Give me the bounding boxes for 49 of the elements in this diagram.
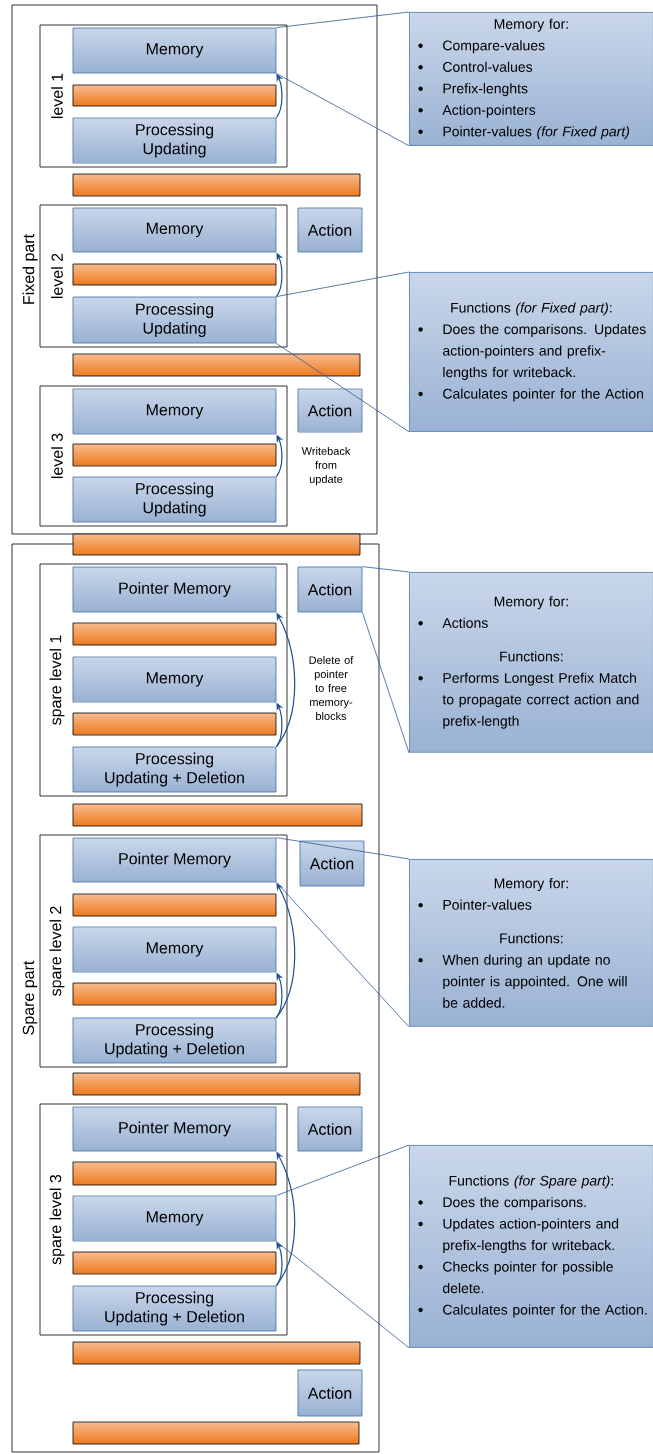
unit-box: Processing Updating + Deletion — [72, 1285, 277, 1332]
register-bar — [72, 1161, 277, 1186]
register-bar — [72, 622, 277, 646]
register-bar — [72, 533, 361, 556]
unit-box: Memory — [72, 656, 277, 703]
edge-label: Delete of pointer to free memory-blocks — [301, 654, 361, 722]
unit-box: Memory — [72, 27, 277, 74]
register-bar — [72, 982, 277, 1006]
leader-line — [276, 11, 410, 147]
unit-box: Pointer Memory — [72, 1106, 277, 1152]
unit-box: Memory — [72, 388, 277, 435]
register-bar — [72, 893, 277, 917]
action-box: Action — [297, 207, 363, 253]
register-bar — [72, 173, 361, 197]
leader-line — [362, 566, 410, 754]
unit-box: Processing Updating — [72, 117, 277, 164]
register-bar — [72, 1072, 361, 1096]
register-bar — [72, 443, 277, 467]
unit-box: Processing Updating + Deletion — [72, 1017, 277, 1064]
leader-line — [276, 837, 410, 1028]
unit-box: Processing Updating — [72, 476, 277, 523]
unit-box: Memory — [72, 1195, 277, 1242]
callout-box: Memory for: Compare-values Control-values Prefix-lenghts Action-pointers Pointer-values (for Fixed part) — [409, 12, 653, 146]
register-bar — [72, 84, 277, 107]
action-box: Action — [297, 388, 363, 433]
register-bar — [72, 1341, 361, 1365]
unit-box: Processing Updating + Deletion — [72, 746, 277, 793]
edge-label: Writeback from update — [296, 445, 356, 487]
callout-box: Memory for: Pointer-values Functions: When during an update no pointer is appointed. One will be added. — [409, 859, 653, 1027]
action-box: Action — [297, 1369, 363, 1417]
action-box: Action — [299, 840, 365, 887]
leader-line — [276, 1144, 410, 1349]
register-bar — [72, 1251, 277, 1275]
register-bar — [72, 353, 361, 377]
register-bar — [72, 803, 363, 827]
leader-line — [276, 271, 410, 433]
callout-box: Functions (for Spare part): Does the comparisons. Updates action-pointers and prefix-lengths for writeback. Checks pointer for possible delete. Calculates pointer for the Action. — [409, 1145, 653, 1348]
action-box: Action — [297, 1106, 363, 1152]
action-box: Action — [297, 566, 363, 613]
callout-box: Memory for: Actions Functions: Performs Longest Prefix Match to propagate correct action and prefix-length — [409, 572, 653, 753]
unit-box: Memory — [72, 926, 277, 973]
unit-box: Pointer Memory — [72, 837, 277, 883]
register-bar — [72, 1421, 360, 1445]
unit-box: Memory — [72, 207, 277, 253]
unit-box: Pointer Memory — [72, 566, 277, 613]
unit-box: Processing Updating — [72, 296, 277, 344]
callout-box: Functions (for Fixed part): Does the comparisons. Updates action-pointers and prefix-lengths for writeback. Calculates pointer for the Action — [409, 272, 653, 432]
register-bar — [72, 712, 277, 736]
register-bar — [72, 263, 277, 286]
